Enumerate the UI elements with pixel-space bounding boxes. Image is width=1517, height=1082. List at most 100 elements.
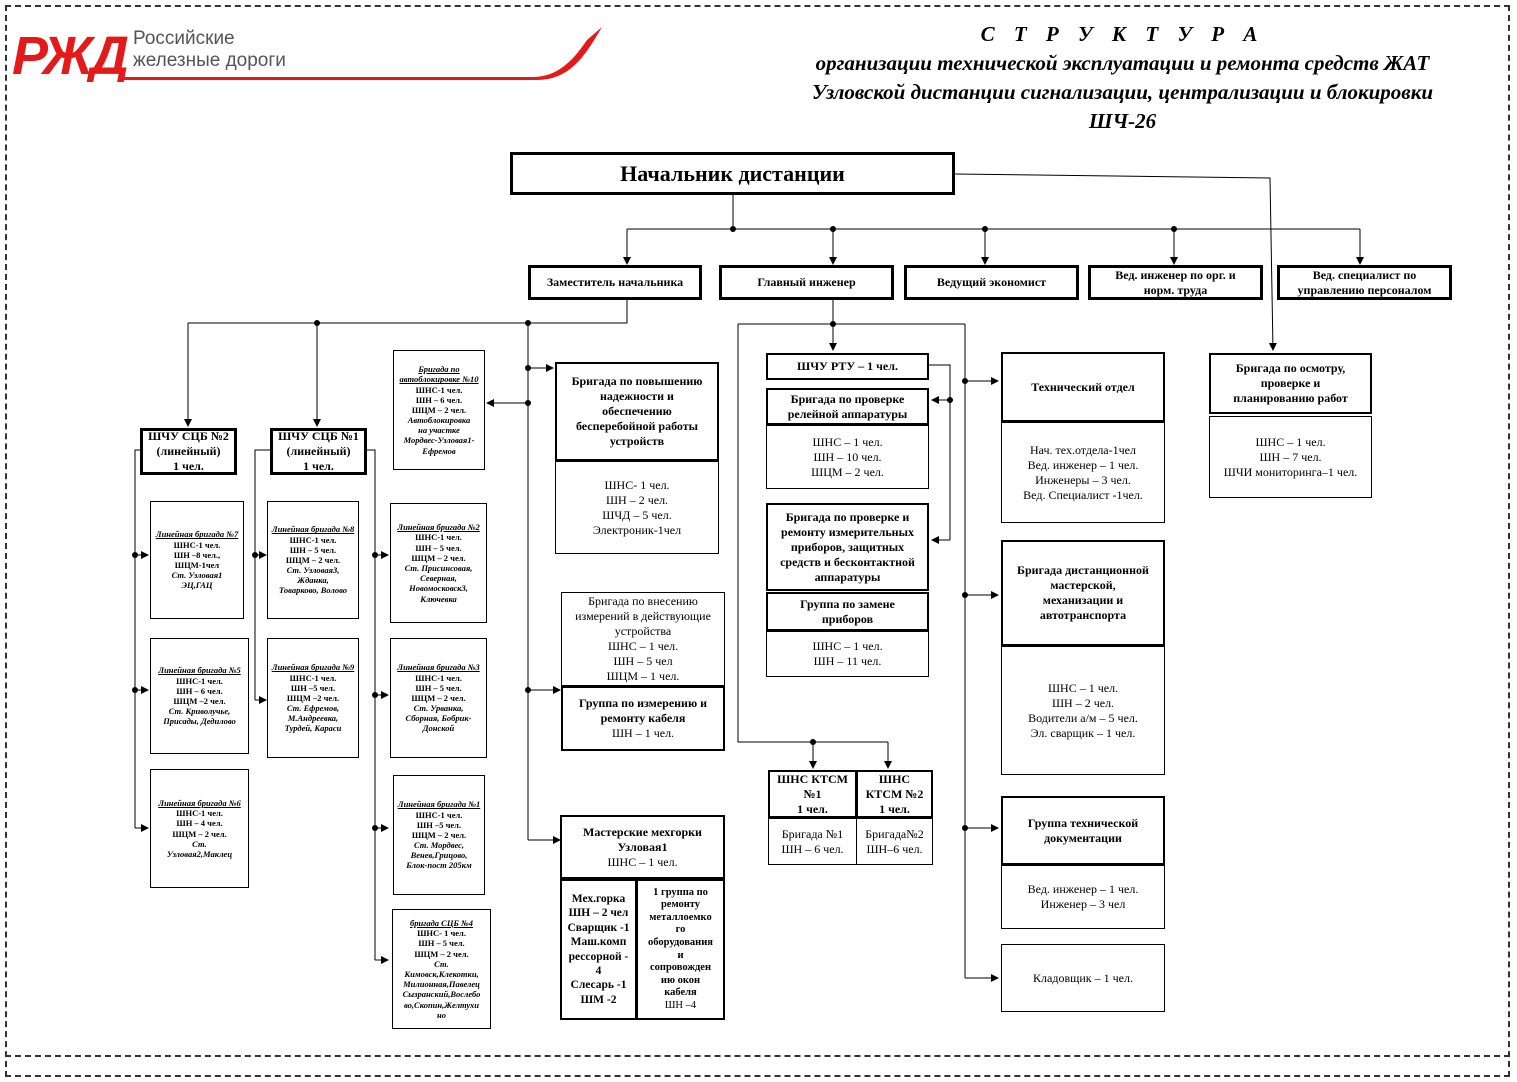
ktsm-2-title-box-line: КТСМ №2 [865,786,924,801]
inspection-brigade-staff-box-line: ШН – 7 чел. [1259,449,1322,464]
title-line-3: Узловской дистанции сигнализации, центра… [811,80,1434,104]
brigade-detail-line: ШН –5 чел. [290,682,336,693]
instrument-brigade-box-line: ремонту измерительных [781,524,914,539]
lead-hr-specialist-line-1: Вед. специалист по [1312,267,1417,282]
hump-staff-box-line: ШМ -2 [580,993,617,1006]
shchu-scb-1-line-2: (линейный) [286,444,351,458]
hump-workshop-title-line: Мастерские мехгорки [583,824,702,839]
relay-brigade-title-box-line: Бригада по проверке [790,391,905,406]
brigade-detail-line: Ст. Урванка, [413,703,464,714]
brigade-detail-line: ШН – 4 чел. [176,818,223,829]
logo-text: Российские железные дороги [133,28,286,72]
storekeeper-label: Кладовщик – 1 чел. [1033,970,1133,985]
title-line-1: С Т Р У К Т У Р А [980,22,1265,46]
brigade-detail-line: ШЦМ – 2 чел. [414,948,469,959]
brigade-title: Линейная бригада №1 [397,799,481,810]
brigade-detail-line: ШНС-1 чел. [289,534,337,545]
lead-hr-specialist-box: Вед. специалист по управлению персоналом [1277,265,1452,300]
instrument-brigade-box-line: приборов, защитных [790,539,905,554]
brigade-detail-line: Ст. Криволучье, [168,706,231,717]
brigade-detail-line: Ст. [192,838,207,849]
brigade-detail-line: на участке [418,425,460,436]
brigade-detail-line: Ключевка [420,593,457,604]
deputy-head-box: Заместитель начальника [528,265,702,300]
brigade-title: Линейная бригада №7 [155,529,239,540]
hump-staff-box-line: Слесарь -1 [570,979,627,992]
brigade-title: Бригада по автоблокировке №10 [399,364,479,385]
remote-workshop-staff-box: ШНС – 1 чел.ШН – 2 чел.Водители а/м – 5 … [1001,646,1165,775]
shchu-scb-1-line-3: 1 чел. [303,459,334,473]
hump-staff-box-line: Мех.горка [571,893,626,905]
brigade-detail-line: ШНС-1 чел. [415,672,462,683]
brigade-detail-line: ШН – 6 чел. [176,685,223,696]
device-replacement-group-staff-box-line: ШН – 11 чел. [813,654,882,668]
remote-workshop-staff-box-line: Водители а/м – 5 чел. [1028,710,1138,725]
brigade-detail-line: ШЦМ – 2 чел. [411,829,467,840]
tech-department-staff-box-line: Вед. Специалист -1чел. [1023,487,1143,502]
brigade-detail-line: Сызранский,Вослебо [402,989,481,1000]
measurement-brigade-box-line: ШЦМ – 1 чел. [606,669,680,683]
ktsm-2-title-box-line: ШНС [878,771,911,786]
brigade-detail-line: Венев,Грицово, [410,850,468,861]
reliability-brigade-title-box-line: устройств [609,434,665,448]
device-replacement-group-staff-box: ШНС – 1 чел.ШН – 11 чел. [766,631,929,677]
metal-repair-group-title-line: 1 группа по [653,886,708,898]
metal-repair-group-title-line: оборудования [648,936,713,948]
relay-brigade-title-box-line: релейной аппаратуры [787,406,908,421]
lead-economist-box: Ведущий экономист [904,265,1079,300]
brigade-detail-line: Ст. Мордвес, [413,840,465,851]
brigade-title: бригада СЦБ №4 [409,918,474,929]
brigade-detail-line: ШЦМ – 2 чел. [172,828,227,839]
brigade-detail-line: ШНС-1 чел. [289,672,337,683]
storekeeper-box: Кладовщик – 1 чел. [1001,944,1165,1012]
brigade-detail-line: Милионная,Павелец [403,979,480,990]
brigade-detail-line: ШЦМ – 2 чел. [285,554,341,565]
cable-group-title-line: Группа по измерению и [578,696,708,710]
lead-engineer-labor-line-1: Вед. инженер по орг. и [1115,267,1236,282]
brigade-title: Линейная бригада №8 [271,524,355,535]
brigade-detail-line: ШН –8 чел., [173,549,221,560]
reliability-brigade-staff-box-line: Электроник-1чел [592,522,682,537]
head-title: Начальник дистанции [620,160,845,186]
logo-line-2: железные дороги [133,50,286,71]
cable-group-title-line: ремонту кабеля [600,711,686,725]
hump-staff-box-line: рессорной - [568,950,629,963]
reliability-brigade-staff-box: ШНС- 1 чел.ШН – 2 чел.ШЧД – 5 чел.Электр… [555,461,719,554]
brigade-detail-line: Сборная, Бобрик- [405,713,472,724]
tech-docs-group-staff-box: Вед. инженер – 1 чел.Инженер – 3 чел [1001,865,1165,929]
brigade-detail-line: Ст. Ефремов, [286,703,340,714]
deputy-head-label: Заместитель начальника [546,275,684,289]
ktsm-1-title-box-line: №1 [803,786,822,801]
instrument-brigade-box-line: аппаратуры [814,569,881,584]
brigade-detail-line: ШЦМ – 2 чел. [411,552,466,563]
remote-workshop-title-box-line: мастерской, [1050,578,1116,592]
tech-department-staff-box-line: Вед. инженер – 1 чел. [1027,457,1139,472]
brigade-detail-line: Блок-пост 205км [406,860,472,871]
metal-repair-group-title-line: кабеля [664,987,697,999]
tech-docs-group-title-box-line: документации [1044,830,1122,845]
brigade-detail-line: ШЦМ – 2 чел. [411,404,467,415]
brigade-detail-line: ШН – 5 чел. [415,542,462,553]
ktsm-2-title-box-line: 1 чел. [879,801,910,816]
brigade-detail-line: ШН – 5 чел. [289,544,337,555]
brigade-detail-line: ШН – 5 чел. [415,682,462,693]
brigade-title: Линейная бригада №2 [397,522,480,533]
brigade-detail-line: ЭЦ,ГАЦ [181,580,213,591]
device-replacement-group-title-box-line: Группа по замене [800,596,895,611]
brigade-detail-line: Мордвес-Узловая1- [403,435,475,446]
brigade-detail-line: Ст. Узловая1 [171,570,223,581]
